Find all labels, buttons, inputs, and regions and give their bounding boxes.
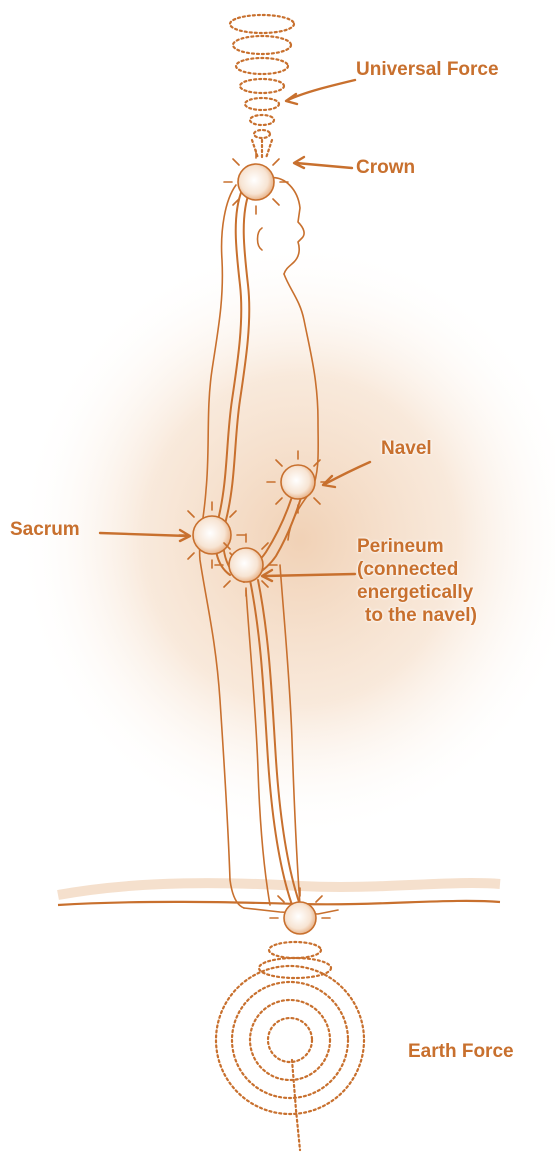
universal-force-label: Universal Force	[356, 58, 499, 81]
earth-force-label: Earth Force	[408, 1040, 514, 1063]
ground-glow	[58, 883, 500, 895]
universal-force-spiral	[230, 15, 294, 160]
perineum-label-line-4: to the navel)	[357, 604, 477, 627]
crown-label: Crown	[356, 156, 415, 179]
ground-line	[58, 901, 500, 905]
crown-center	[224, 150, 288, 214]
perineum-label-line-2: (connected	[357, 558, 477, 581]
perineum-label: Perineum (connected energetically to the…	[357, 535, 477, 627]
earth-force-spiral	[216, 942, 364, 1150]
sacrum-label: Sacrum	[10, 518, 80, 541]
foot-center	[270, 888, 330, 934]
perineum-label-line-1: Perineum	[357, 535, 477, 558]
perineum-label-line-3: energetically	[357, 581, 477, 604]
navel-label: Navel	[381, 437, 432, 460]
